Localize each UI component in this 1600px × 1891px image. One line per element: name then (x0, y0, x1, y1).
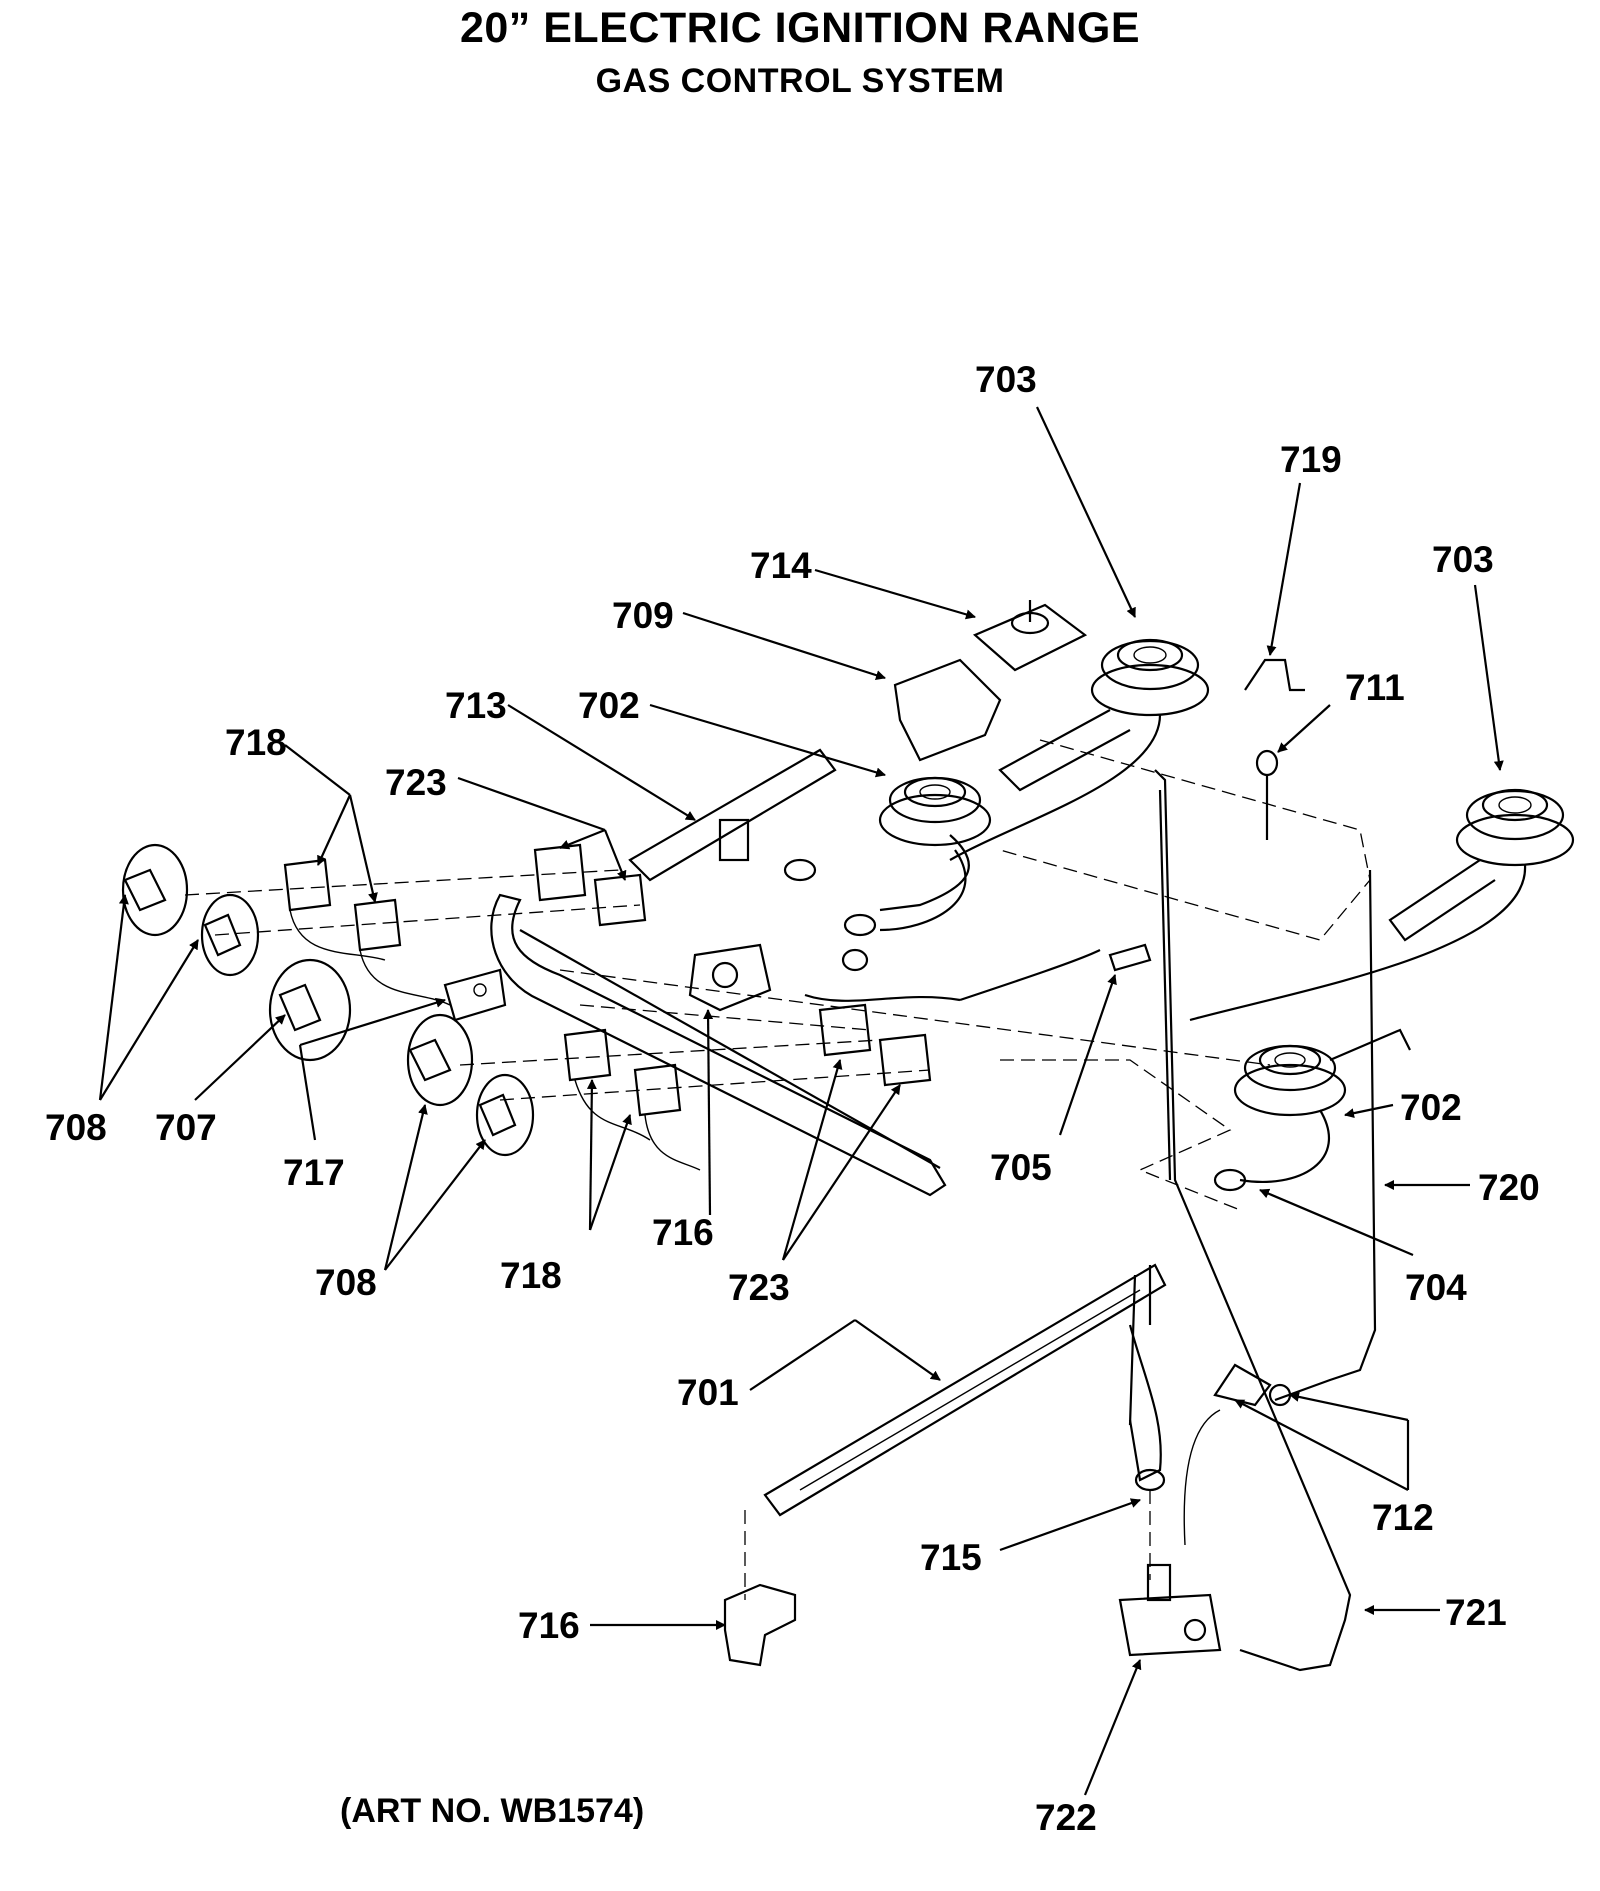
callout-723: 723 (728, 1267, 790, 1308)
callout-712: 712 (1372, 1497, 1434, 1538)
callout-713: 713 (445, 685, 507, 726)
callout-723: 723 (385, 762, 447, 803)
diagram-subtitle: GAS CONTROL SYSTEM (595, 62, 1005, 100)
callout-709: 709 (612, 595, 674, 636)
art-number: (ART NO. WB1574) (340, 1792, 645, 1830)
callout-718: 718 (225, 722, 287, 763)
callout-702: 702 (1400, 1087, 1462, 1128)
callout-718: 718 (500, 1255, 562, 1296)
callout-702: 702 (578, 685, 640, 726)
callout-711: 711 (1345, 667, 1405, 708)
callout-714: 714 (750, 545, 812, 586)
callout-717: 717 (283, 1152, 345, 1193)
callout-labels: 703 719 703 714 709 711 713 702 718 723 … (45, 359, 1540, 1838)
manifold-and-burner-assembly (121, 600, 1575, 1672)
callout-716: 716 (652, 1212, 714, 1253)
callout-705: 705 (990, 1147, 1052, 1188)
callout-708: 708 (45, 1107, 107, 1148)
callout-722: 722 (1035, 1797, 1097, 1838)
callout-703: 703 (1432, 539, 1494, 580)
callout-703: 703 (975, 359, 1037, 400)
callout-715: 715 (920, 1537, 982, 1578)
callout-719: 719 (1280, 439, 1342, 480)
callout-701: 701 (677, 1372, 739, 1413)
callout-708: 708 (315, 1262, 377, 1303)
callout-704: 704 (1405, 1267, 1467, 1308)
callout-720: 720 (1478, 1167, 1540, 1208)
leader-lines (98, 406, 1504, 1796)
callout-716: 716 (518, 1605, 580, 1646)
callout-707: 707 (155, 1107, 217, 1148)
diagram-title: 20” ELECTRIC IGNITION RANGE (459, 4, 1141, 52)
callout-721: 721 (1445, 1592, 1507, 1633)
